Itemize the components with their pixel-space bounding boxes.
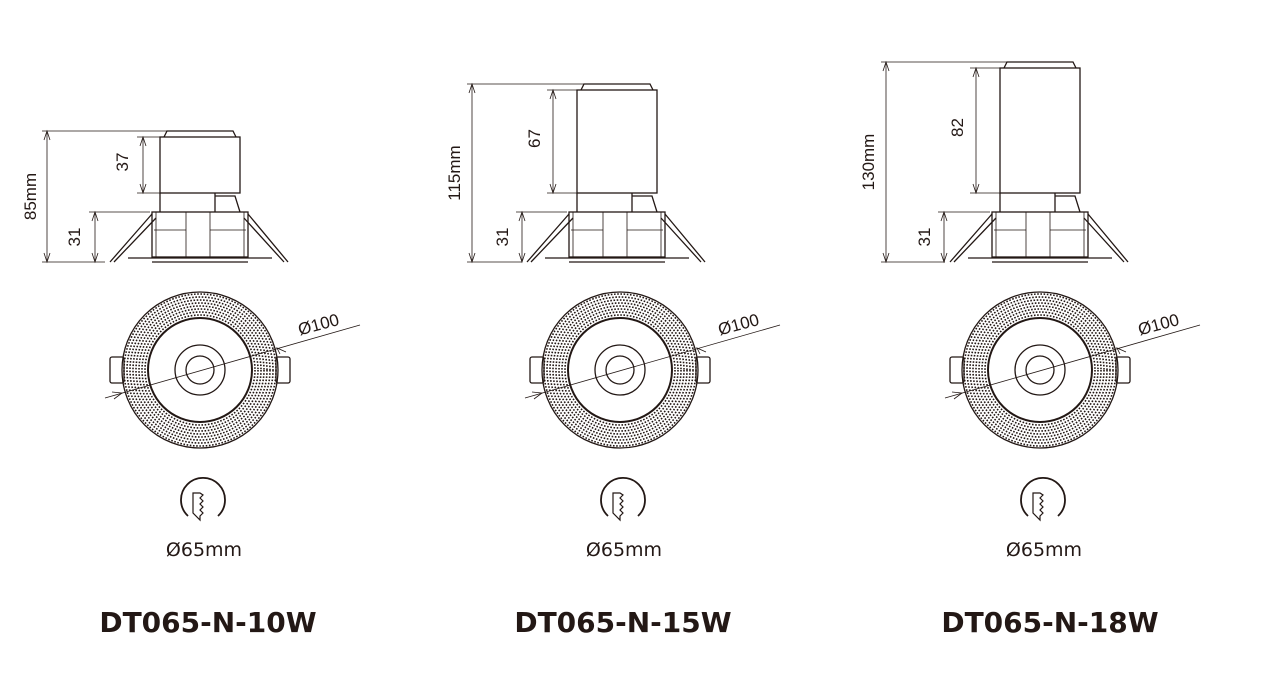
side-view: 115mm 67 31	[445, 82, 706, 264]
cutout-label: Ø65mm	[586, 539, 662, 561]
top-view: Ø100	[524, 291, 781, 449]
total-height-label: 115mm	[445, 145, 464, 200]
flange-diameter-label: Ø100	[716, 310, 761, 339]
top-view: Ø100	[944, 291, 1201, 449]
top-view: Ø100	[104, 291, 361, 449]
side-view: 85mm 37 31	[21, 129, 289, 264]
side-view: 130mm 82 31	[859, 60, 1129, 264]
total-height-label: 130mm	[859, 134, 878, 191]
trim-height-label: 31	[493, 228, 512, 247]
trim-height-label: 31	[915, 228, 934, 247]
total-height-label: 85mm	[21, 173, 40, 220]
flange-diameter-label: Ø100	[296, 310, 341, 339]
cutout-icon	[1020, 477, 1066, 522]
trim-height-label: 31	[65, 228, 84, 247]
model-title: DT065-N-10W	[99, 606, 316, 639]
cutout-label: Ø65mm	[166, 539, 242, 561]
body-height-label: 67	[525, 129, 544, 148]
cutout-icon	[180, 477, 226, 522]
model-title: DT065-N-18W	[941, 606, 1158, 639]
body-height-label: 37	[113, 153, 132, 172]
model-title: DT065-N-15W	[514, 606, 731, 639]
flange-diameter-label: Ø100	[1136, 310, 1181, 339]
cutout-icon	[600, 477, 646, 522]
body-height-label: 82	[948, 118, 967, 137]
cutout-label: Ø65mm	[1006, 539, 1082, 561]
